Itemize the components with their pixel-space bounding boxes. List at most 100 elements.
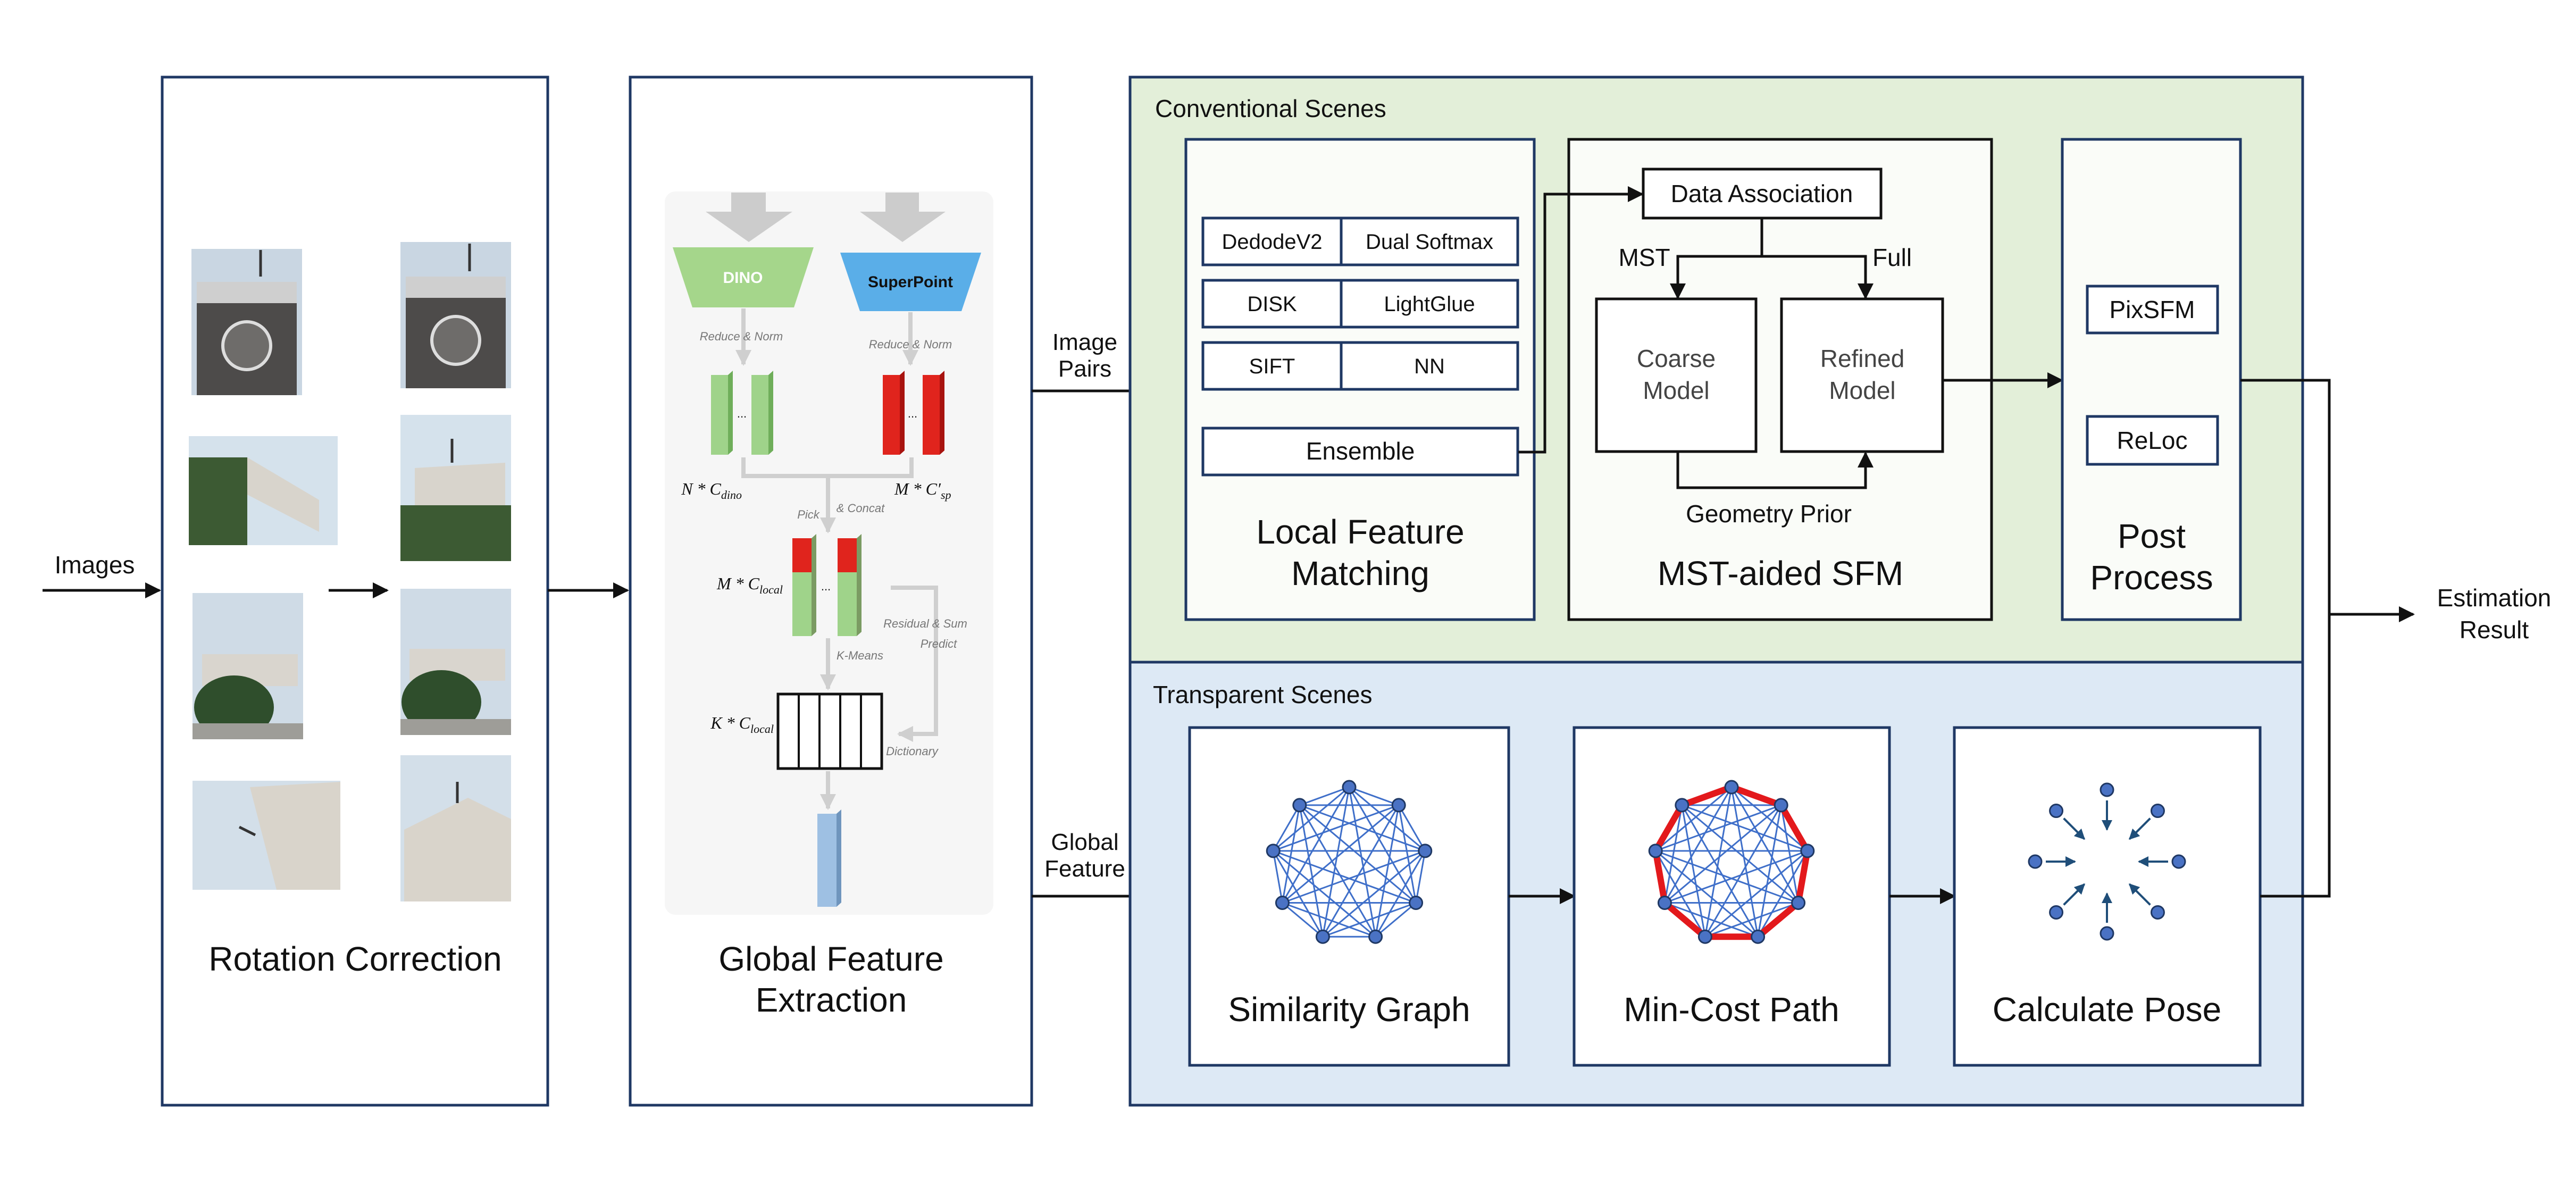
graph-node: [1724, 780, 1739, 795]
mst-sfm-box: Data Association MST Full Coarse Model R…: [1518, 138, 1993, 621]
ensemble-box: [1201, 427, 1519, 477]
lfm-title-line2: Matching: [1291, 554, 1429, 592]
graph-edge: [1348, 787, 1377, 937]
graph-node: [1791, 896, 1806, 910]
graph-edge: [1282, 850, 1426, 904]
input-arrow-superpoint: [860, 193, 946, 242]
graph-edge: [1704, 805, 1782, 938]
post-title-line2: Process: [2090, 558, 2213, 597]
camera-node: [2150, 905, 2165, 920]
graph-edge: [1282, 902, 1324, 938]
graph-edge: [1322, 805, 1400, 938]
input-label: Images: [55, 551, 135, 579]
superpoint-features: ...: [883, 371, 944, 455]
coarse-model-line1: Coarse: [1637, 345, 1716, 372]
refined-model-line2: Model: [1829, 377, 1895, 404]
graph-edge: [1415, 850, 1426, 903]
graph-node: [1266, 844, 1281, 858]
input-arrow-dino: [706, 193, 792, 242]
graph-edge: [1731, 786, 1808, 851]
photo-original-4: [193, 781, 340, 890]
graph-edge: [1299, 805, 1376, 938]
graph-edge: [1681, 804, 1799, 904]
reduce-norm-right: Reduce & Norm: [869, 338, 952, 351]
graph-edge: [1704, 787, 1733, 937]
detector-label: DISK: [1247, 293, 1297, 316]
concat-label: & Concat: [837, 502, 885, 515]
graph-edge: [1348, 787, 1417, 904]
lfm-title-line1: Local Feature: [1256, 513, 1464, 551]
graph-node: [1751, 929, 1766, 944]
matcher-label: NN: [1414, 355, 1445, 378]
graph-edge: [1349, 786, 1399, 806]
photo-corrected-3: [400, 589, 511, 735]
graph-edge: [1349, 786, 1426, 851]
coarse-model-box: [1595, 297, 1758, 453]
graph-edge: [1681, 805, 1759, 938]
post-process-box: PixSFM ReLoc Post Process: [2061, 138, 2242, 621]
graph-edge: [1664, 902, 1759, 938]
graph-edge: [1299, 804, 1417, 904]
global-title-line2: Extraction: [756, 981, 907, 1019]
dino-label: DINO: [723, 269, 763, 287]
merge-connector: [2240, 379, 2331, 898]
post-title-line1: Post: [2118, 517, 2186, 555]
min-cost-path: [1652, 784, 1811, 940]
graph-node: [1418, 844, 1433, 858]
camera-node: [2049, 804, 2064, 819]
graph-edge: [1299, 805, 1324, 937]
graph-edge: [1273, 804, 1399, 852]
graph-edge: [1272, 850, 1324, 938]
similarity-graph-icon: [1266, 780, 1433, 944]
graph-edge: [1281, 805, 1301, 903]
camera-node: [2028, 854, 2043, 869]
dictionary-grid: [776, 692, 883, 770]
pose-arrow: [2063, 817, 2085, 840]
camera-node: [2150, 804, 2165, 819]
reloc-box: [2086, 415, 2219, 466]
reduce-norm-left: Reduce & Norm: [700, 330, 783, 343]
graph-node: [1342, 780, 1357, 795]
m-c-sp-label: M * C′sp: [894, 479, 951, 502]
graph-edge: [1730, 787, 1759, 937]
graph-edge: [1654, 850, 1706, 938]
graph-edge: [1299, 804, 1426, 852]
camera-node: [2100, 926, 2114, 941]
pose-title: Calculate Pose: [1993, 990, 2221, 1029]
graph-edge: [1681, 805, 1706, 937]
mst-label: MST: [1618, 244, 1670, 271]
graph-edge: [1664, 804, 1782, 904]
global-feature-panel: DINO SuperPoint Reduce & Norm Reduce & N…: [629, 76, 1033, 1107]
residual-label: Residual & Sum: [883, 617, 967, 630]
detector-label: DedodeV2: [1222, 230, 1322, 254]
graph-edge: [1375, 805, 1400, 937]
camera-node: [2171, 854, 2186, 869]
matcher-label: Dual Softmax: [1366, 230, 1493, 254]
mincost-title: Min-Cost Path: [1624, 990, 1839, 1029]
graph-node: [1315, 929, 1330, 944]
photo-original-1: [191, 249, 302, 395]
graph-edge: [1757, 850, 1809, 938]
graph-edge: [1272, 850, 1283, 903]
svg-text:...: ...: [737, 407, 747, 420]
graph-edge: [1322, 902, 1417, 938]
ensemble-to-data-arrow: [1518, 186, 1644, 454]
graph-edge: [1273, 786, 1350, 851]
kmeans-label: K-Means: [837, 649, 883, 662]
graph-edge: [1682, 804, 1808, 852]
graph-node: [1675, 798, 1690, 813]
svg-text:...: ...: [908, 407, 917, 420]
dino-features: ...: [711, 371, 773, 455]
dino-encoder: [673, 247, 814, 307]
graph-node: [1409, 896, 1424, 910]
ensemble-label: Ensemble: [1306, 437, 1415, 465]
photo-original-3: [193, 593, 303, 739]
pose-arrow: [2129, 817, 2151, 840]
graph-edge: [1273, 850, 1417, 904]
graph-edge: [1272, 805, 1301, 851]
graph-node: [1368, 929, 1383, 944]
